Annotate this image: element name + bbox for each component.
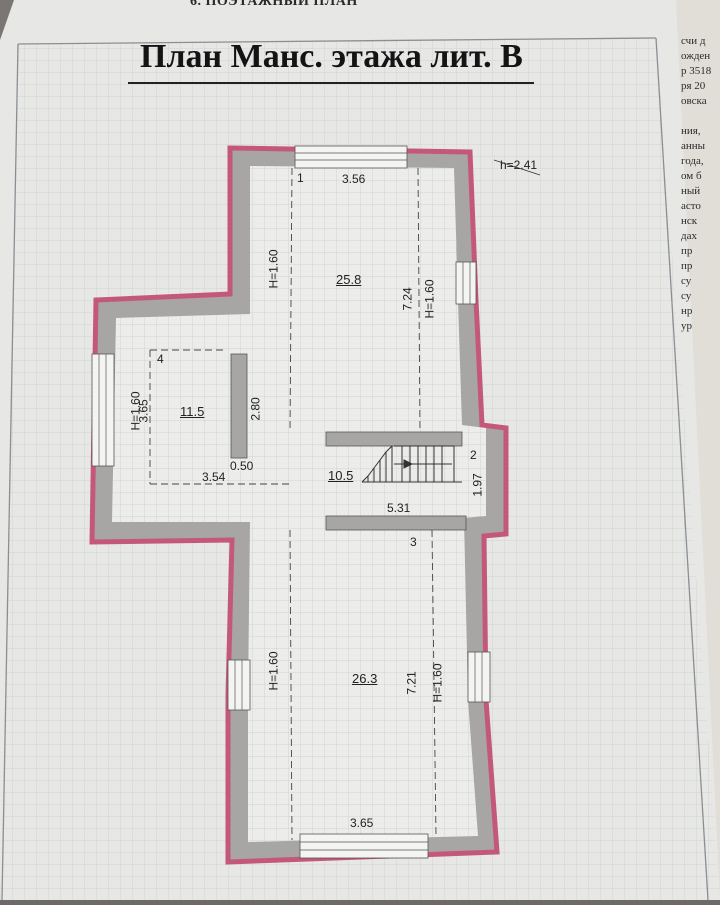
- room-1-width: 3.56: [342, 172, 366, 186]
- partition-length: 2.80: [248, 397, 263, 421]
- room-3-height-right: H=1.60: [430, 663, 445, 703]
- room-2-number: 2: [470, 448, 477, 462]
- room-4-number: 4: [157, 352, 164, 366]
- room-4-area: 11.5: [180, 404, 205, 419]
- adjacent-page-line: асто: [681, 200, 701, 212]
- room-1-height-right: H=1.60: [422, 279, 437, 319]
- room-3-length: 7.21: [404, 671, 419, 695]
- adjacent-page-line: ом б: [681, 170, 702, 182]
- interior-grid: [112, 166, 486, 842]
- room-1-height-left: H=1.60: [266, 249, 281, 289]
- window-left: [91, 353, 115, 467]
- window-bottom: [299, 833, 429, 859]
- window-top: [294, 145, 408, 169]
- room-2-width: 5.31: [387, 501, 411, 515]
- adjacent-page-line: овска: [681, 95, 707, 107]
- ceiling-height-lines: [149, 167, 437, 841]
- room-1-area: 25.8: [336, 272, 362, 287]
- partition-width: 0.50: [230, 459, 254, 473]
- adjacent-page-line: анны: [681, 140, 706, 152]
- section-header: 6. ПОЭТАЖНЫЙ ПЛАН: [190, 0, 358, 9]
- adjacent-page-line: р 3518: [681, 65, 712, 77]
- adjacent-page-line: нр: [681, 305, 693, 317]
- adjacent-page-line: нск: [681, 215, 698, 227]
- room-1-number: 1: [297, 171, 304, 185]
- adjacent-page-line: су: [681, 275, 692, 287]
- adjacent-page-line: ожден: [681, 50, 711, 62]
- room-2-area: 10.5: [328, 468, 354, 483]
- room-4-length: 3.65: [136, 399, 151, 423]
- adjacent-page-line: [681, 109, 720, 124]
- room-4-width: 3.54: [202, 470, 226, 484]
- room-2-depth: 1.97: [470, 473, 485, 497]
- plan-title: План Манс. этажа лит. В: [140, 38, 523, 75]
- adjacent-page-line: ур: [681, 320, 692, 332]
- adjacent-page-line: ния,: [681, 125, 701, 137]
- room-1-length: 7.24: [400, 287, 415, 311]
- window-right-upper: [455, 261, 477, 305]
- adjacent-page-line: года,: [681, 155, 704, 167]
- adjacent-page-line: ный: [681, 185, 701, 197]
- room-3-area: 26.3: [352, 671, 378, 686]
- window-right-lower: [467, 651, 491, 703]
- adjacent-page-text: счи д ожден р 3518 ря 20 овска ния, анны года,…: [681, 34, 720, 334]
- interior-wall-lower: [325, 515, 467, 531]
- ceiling-height-label: h=2.41: [500, 158, 538, 172]
- title-underline: [128, 82, 534, 84]
- adjacent-page-line: ря 20: [681, 80, 706, 92]
- adjacent-page-line: пр: [681, 260, 693, 272]
- staircase: [361, 445, 462, 483]
- room-3-width: 3.65: [350, 816, 374, 830]
- adjacent-page-line: су: [681, 290, 692, 302]
- frame-left-line: [1, 43, 19, 901]
- adjacent-page-line: пр: [681, 245, 693, 257]
- room-3-number: 3: [410, 535, 417, 549]
- adjacent-page-line: дах: [681, 230, 697, 242]
- adjacent-page-line: счи д: [681, 35, 706, 47]
- window-left-lower: [227, 659, 251, 711]
- room-3-height-left: H=1.60: [266, 651, 281, 691]
- height-leader: [493, 159, 541, 176]
- frame-top-line: [17, 37, 657, 45]
- partition: [230, 353, 248, 459]
- interior-wall-upper: [325, 431, 463, 447]
- frame-right-line: [655, 37, 709, 901]
